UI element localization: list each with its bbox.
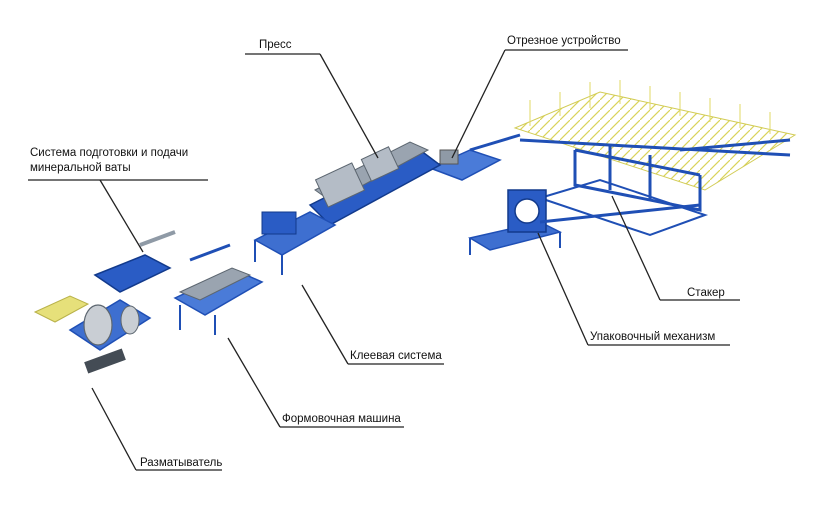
- label-prep-system-line2: минеральной ваты: [30, 162, 131, 174]
- leader-press: [245, 53, 379, 159]
- label-prep-system: Система подготовки и подачи минеральной …: [30, 146, 220, 176]
- packing-machine: [468, 189, 701, 255]
- press-machine: [308, 141, 442, 226]
- uncoiler-machine: [33, 230, 176, 374]
- label-forming: Формовочная машина: [282, 413, 401, 425]
- glue-system-machine: [253, 211, 337, 275]
- leader-prep-system: [28, 179, 208, 253]
- label-cutter: Отрезное устройство: [507, 35, 621, 47]
- leader-stacker: [611, 195, 740, 301]
- label-packer: Упаковочный механизм: [590, 331, 716, 343]
- leader-packer: [537, 232, 730, 346]
- forming-machine: [173, 243, 264, 335]
- label-uncoiler: Разматыватель: [140, 457, 223, 469]
- leader-cutter: [451, 49, 628, 159]
- leader-forming: [227, 337, 404, 428]
- label-stacker: Стакер: [687, 287, 725, 299]
- label-prep-system-line1: Система подготовки и подачи: [30, 147, 189, 159]
- cutter-machine: [428, 133, 521, 181]
- label-glue: Клеевая система: [350, 350, 442, 362]
- label-press: Пресс: [259, 39, 292, 51]
- leader-glue: [301, 284, 444, 365]
- leader-uncoiler: [91, 387, 222, 471]
- stacker-machine: [513, 80, 797, 237]
